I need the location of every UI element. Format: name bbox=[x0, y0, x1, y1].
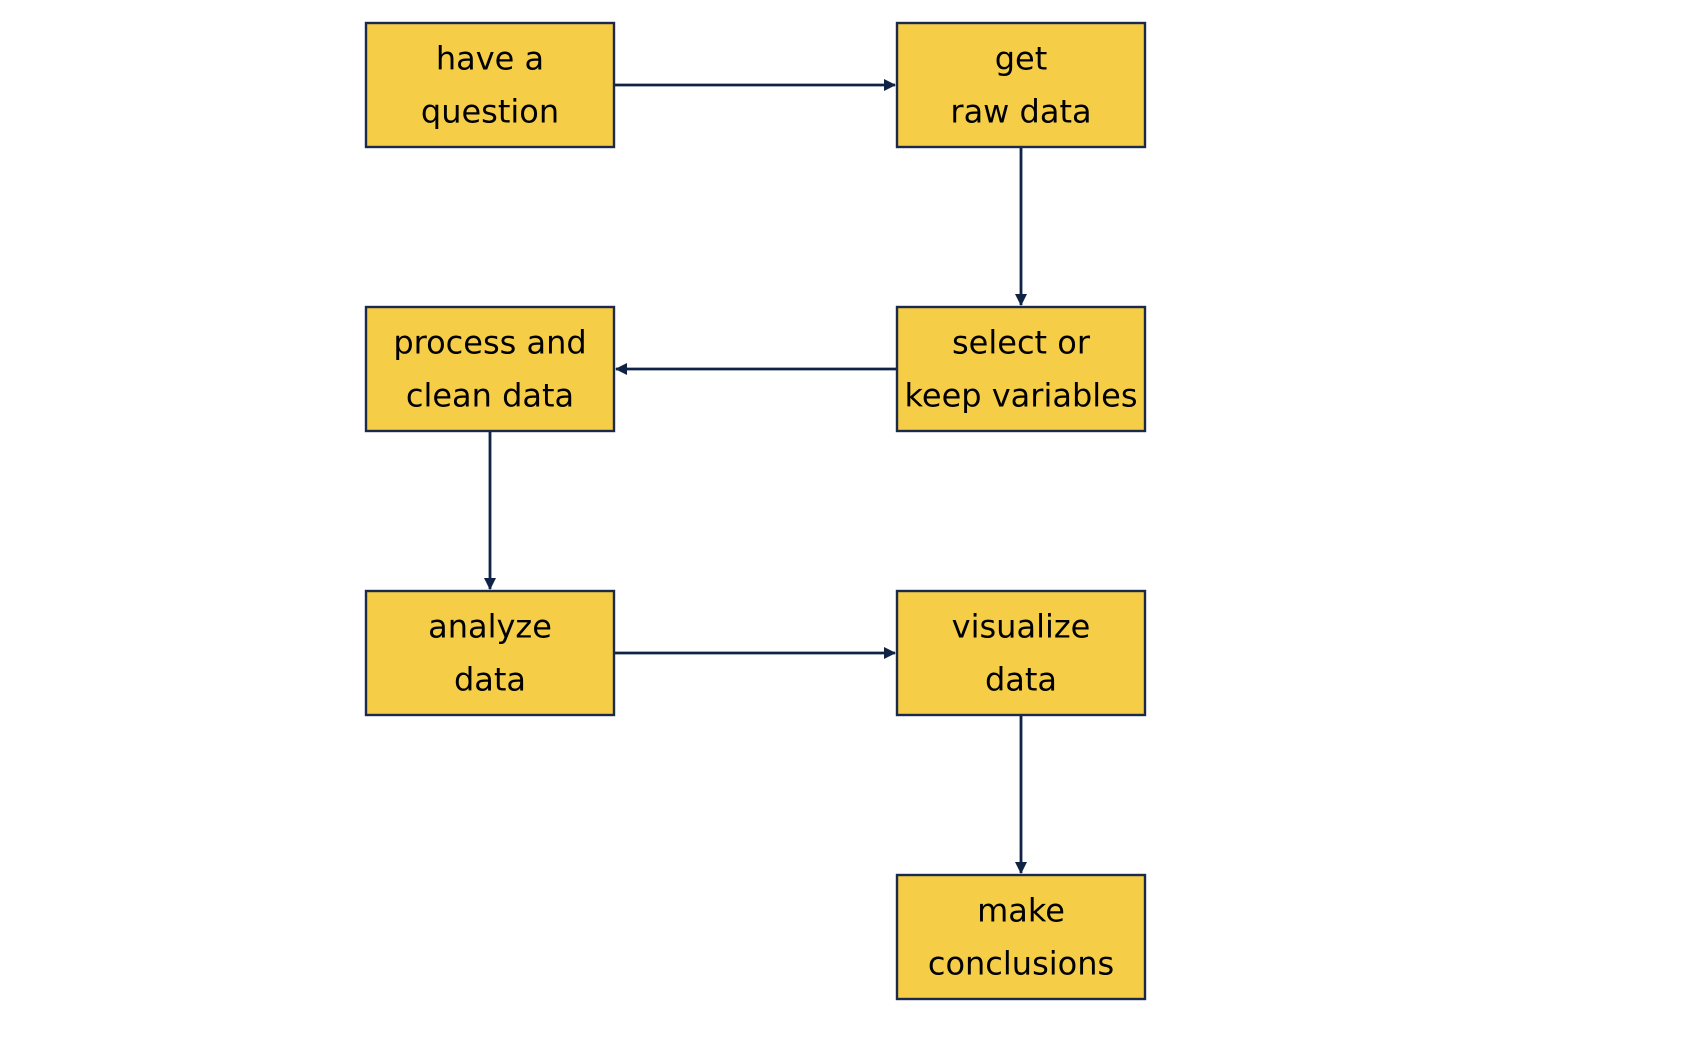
node-label-line: have a bbox=[436, 40, 544, 78]
node-label-line: data bbox=[454, 661, 526, 699]
node-label-line: keep variables bbox=[904, 377, 1137, 415]
node-label-line: visualize bbox=[952, 608, 1091, 646]
node-have-a-question: have a question bbox=[364, 21, 616, 149]
node-box bbox=[895, 305, 1147, 433]
node-label-line: analyze bbox=[428, 608, 552, 646]
node-label-line: raw data bbox=[950, 93, 1091, 131]
node-box bbox=[895, 21, 1147, 149]
nodes-layer: have a question get raw data select or keep v… bbox=[364, 21, 1147, 1001]
node-box bbox=[364, 589, 616, 717]
node-make-conclusions: make conclusions bbox=[895, 873, 1147, 1001]
node-label-line: select or bbox=[952, 324, 1091, 362]
node-label-line: clean data bbox=[406, 377, 574, 415]
node-label-line: process and bbox=[393, 324, 586, 362]
node-select-or-keep-variables: select or keep variables bbox=[895, 305, 1147, 433]
edges-layer bbox=[484, 79, 1027, 874]
node-box bbox=[895, 589, 1147, 717]
node-analyze-data: analyze data bbox=[364, 589, 616, 717]
node-label-line: question bbox=[421, 93, 559, 131]
node-label-line: data bbox=[985, 661, 1057, 699]
node-box bbox=[364, 305, 616, 433]
node-get-raw-data: get raw data bbox=[895, 21, 1147, 149]
node-process-and-clean-data: process and clean data bbox=[364, 305, 616, 433]
node-visualize-data: visualize data bbox=[895, 589, 1147, 717]
node-label-line: make bbox=[977, 892, 1065, 930]
node-label-line: get bbox=[995, 40, 1048, 78]
node-box bbox=[895, 873, 1147, 1001]
node-label-line: conclusions bbox=[928, 945, 1114, 983]
node-box bbox=[364, 21, 616, 149]
